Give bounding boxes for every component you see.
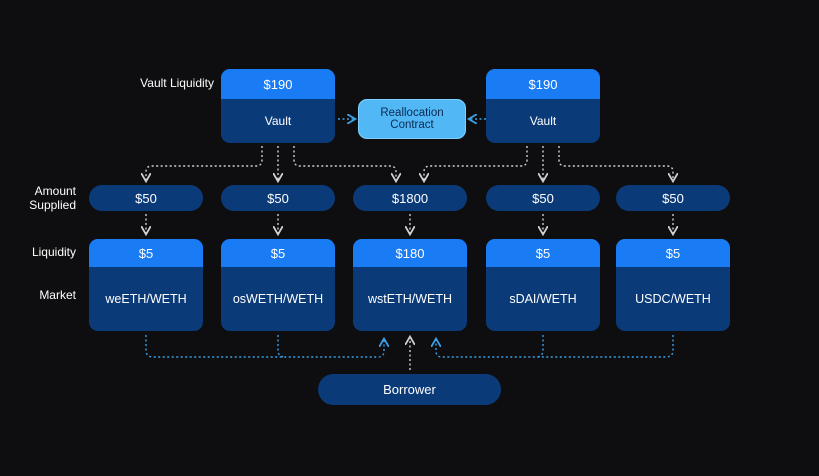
label-amount-supplied-line1: Amount	[34, 184, 76, 198]
supplied-pill-wsteth: $1800	[353, 185, 467, 211]
supplied-pill-osweth: $50	[221, 185, 335, 211]
label-vault-liquidity: Vault Liquidity	[140, 76, 214, 90]
vault-left-name: Vault	[264, 114, 292, 128]
vault-right: $190 Vault	[486, 69, 600, 143]
label-liquidity: Liquidity	[31, 245, 76, 259]
reallocation-contract-line1: Reallocation	[380, 107, 444, 119]
market-name: weETH/WETH	[105, 292, 187, 306]
market-liquidity: $5	[616, 239, 730, 267]
vault-right-liquidity: $190	[486, 69, 600, 99]
borrower: Borrower	[318, 374, 501, 405]
vault-right-name: Vault	[529, 114, 557, 128]
label-amount-supplied: Amount Supplied	[20, 184, 76, 212]
market-weeth-weth: $5 weETH/WETH	[89, 239, 203, 331]
market-osweth-weth: $5 osWETH/WETH	[221, 239, 335, 331]
market-sdai-weth: $5 sDAI/WETH	[486, 239, 600, 331]
market-name: wstETH/WETH	[367, 292, 453, 306]
market-usdc-weth: $5 USDC/WETH	[616, 239, 730, 331]
label-amount-supplied-line2: Supplied	[29, 198, 76, 212]
market-liquidity: $5	[486, 239, 600, 267]
label-market: Market	[39, 288, 76, 302]
supplied-pill-sdai: $50	[486, 185, 600, 211]
market-liquidity: $180	[353, 239, 467, 267]
reallocation-contract: Reallocation Contract	[358, 99, 466, 139]
market-name: osWETH/WETH	[232, 292, 324, 306]
market-liquidity: $5	[89, 239, 203, 267]
market-liquidity: $5	[221, 239, 335, 267]
reallocation-contract-line2: Contract	[390, 119, 434, 131]
market-name: sDAI/WETH	[509, 292, 577, 306]
vault-left: $190 Vault	[221, 69, 335, 143]
vault-left-liquidity: $190	[221, 69, 335, 99]
supplied-pill-weeth: $50	[89, 185, 203, 211]
supplied-pill-usdc: $50	[616, 185, 730, 211]
market-wsteth-weth: $180 wstETH/WETH	[353, 239, 467, 331]
market-name: USDC/WETH	[635, 292, 711, 306]
